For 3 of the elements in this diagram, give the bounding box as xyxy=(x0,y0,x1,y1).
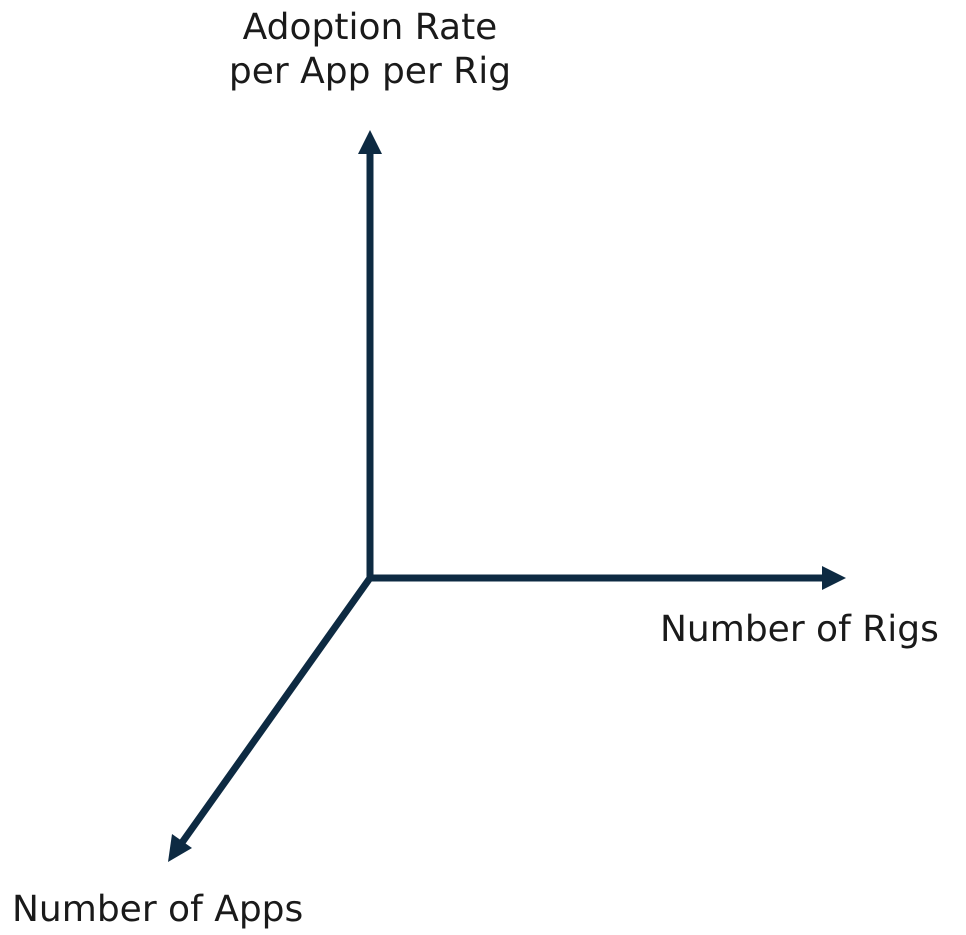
axis-label: Adoption Rate per App per Rig xyxy=(228,6,512,94)
axis-label: Number of Rigs xyxy=(660,608,940,652)
axis-label: Number of Apps xyxy=(12,888,304,932)
